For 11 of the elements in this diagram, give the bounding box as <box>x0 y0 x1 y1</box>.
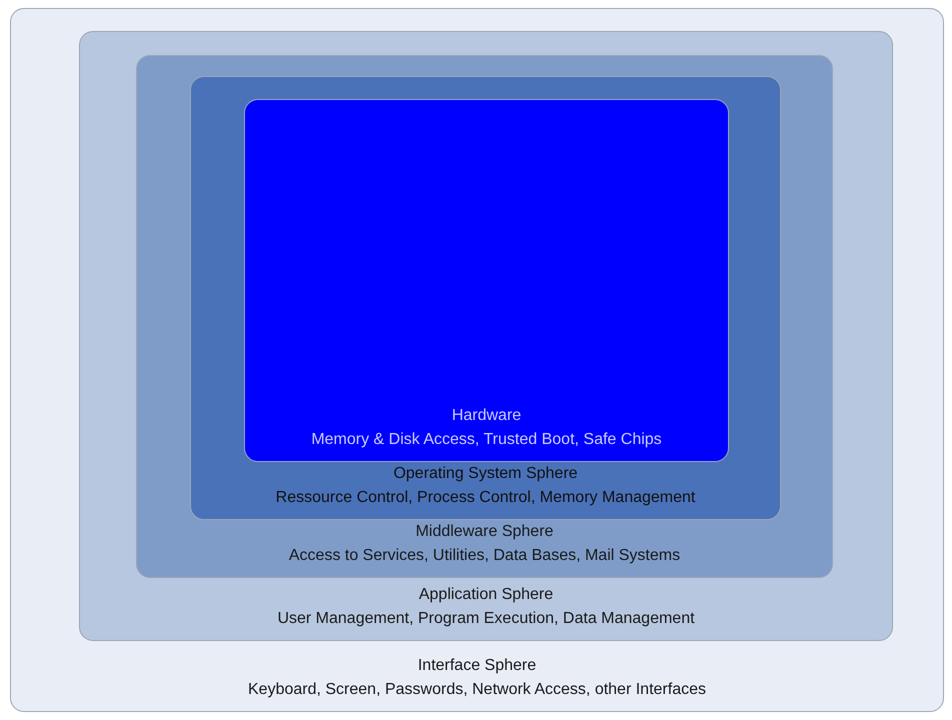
hardware-box <box>244 99 729 462</box>
sphere-description: Access to Services, Utilities, Data Bases, Mail Systems <box>288 546 680 566</box>
sphere-title: Interface Sphere <box>418 656 536 676</box>
sphere-description: User Management, Program Execution, Data Management <box>277 609 695 629</box>
sphere-description: Keyboard, Screen, Passwords, Network Access, other Interfaces <box>248 680 706 700</box>
sphere-title: Operating System Sphere <box>393 464 578 484</box>
sphere-description: Memory & Disk Access, Trusted Boot, Safe Chips <box>311 430 662 450</box>
sphere-title: Application Sphere <box>418 585 554 605</box>
sphere-title: Hardware <box>452 406 522 426</box>
sphere-title: Middleware Sphere <box>416 522 554 542</box>
sphere-description: Ressource Control, Process Control, Memory Management <box>276 488 696 508</box>
